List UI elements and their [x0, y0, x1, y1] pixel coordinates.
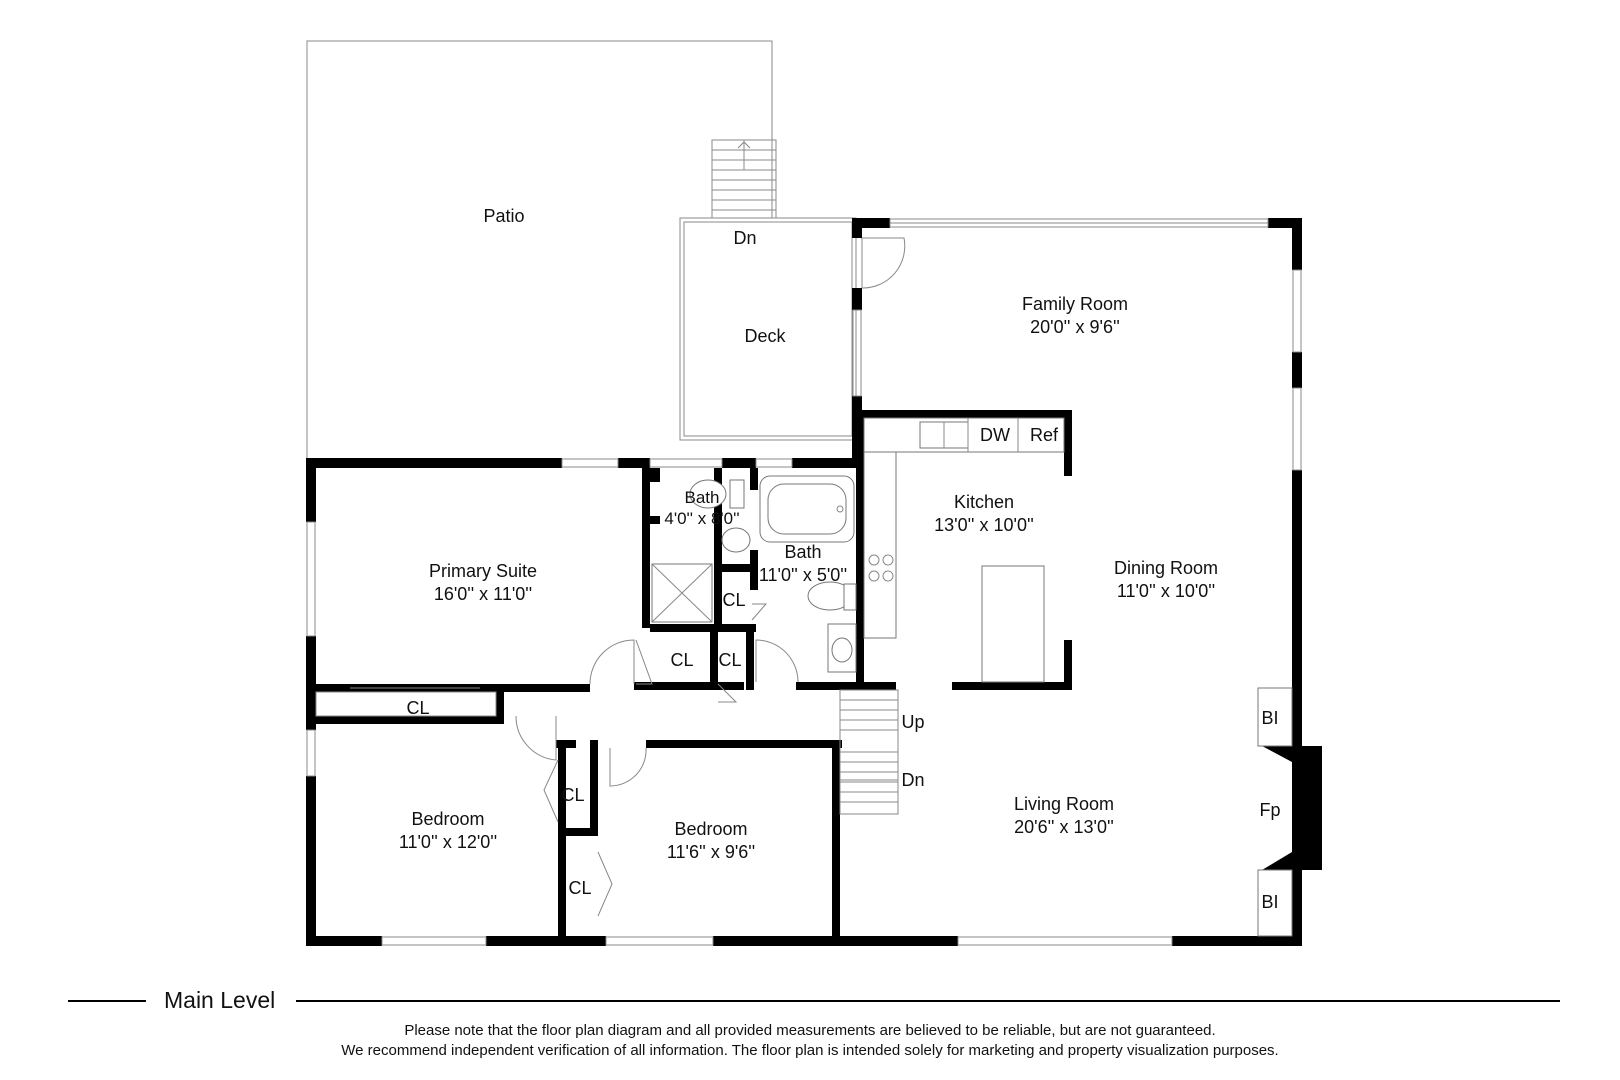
stairs-up-label: Up: [901, 712, 924, 732]
bath-fixtures: [689, 475, 857, 673]
bath-main-size: 11'0'' x 5'0'': [759, 565, 847, 585]
builtin-label: BI: [1261, 708, 1278, 728]
living-room-name: Living Room: [1014, 794, 1114, 814]
disclaimer-line-1: Please note that the floor plan diagram …: [404, 1022, 1216, 1039]
refrigerator-label: Ref: [1030, 425, 1059, 445]
bath-small-name: Bath: [685, 488, 720, 507]
closet-label: CL: [718, 650, 741, 670]
family-room-size: 20'0'' x 9'6'': [1030, 317, 1120, 337]
dishwasher-label: DW: [980, 425, 1010, 445]
interior-stairs: [839, 689, 899, 815]
stairs-down-label: Dn: [901, 770, 924, 790]
shower: [651, 563, 713, 623]
closet-label: CL: [406, 698, 429, 718]
closet-label: CL: [568, 878, 591, 898]
kitchen-name: Kitchen: [954, 492, 1014, 512]
builtin-label: BI: [1261, 892, 1278, 912]
living-room-size: 20'6'' x 13'0'': [1014, 817, 1114, 837]
deck-stairs-label: Dn: [733, 228, 756, 248]
dining-room-name: Dining Room: [1114, 558, 1218, 578]
primary-suite-size: 16'0'' x 11'0'': [434, 584, 532, 604]
interior-walls: [306, 410, 1072, 946]
kitchen-size: 13'0'' x 10'0'': [934, 515, 1034, 535]
closet-label: CL: [670, 650, 693, 670]
bedroom-2-name: Bedroom: [674, 819, 747, 839]
kitchen-fixtures: [863, 417, 1065, 683]
closet-label: CL: [722, 590, 745, 610]
deck-stairs: [711, 139, 777, 219]
patio-name: Patio: [483, 206, 524, 226]
bedroom-1-name: Bedroom: [411, 809, 484, 829]
builtin-bottom: [1257, 869, 1293, 937]
fireplace-label: Fp: [1259, 800, 1280, 820]
closet-label: CL: [561, 785, 584, 805]
primary-suite-name: Primary Suite: [429, 561, 537, 581]
patio-outline: [306, 40, 773, 458]
dining-room-size: 11'0'' x 10'0'': [1117, 581, 1215, 601]
primary-closet: [315, 691, 497, 717]
deck-name: Deck: [744, 326, 786, 346]
deck-inner: [683, 221, 853, 437]
doors: [515, 237, 906, 917]
windows: [306, 218, 1302, 946]
family-room-name: Family Room: [1022, 294, 1128, 314]
bath-main-name: Bath: [784, 542, 821, 562]
level-label: Main Level: [164, 987, 276, 1013]
builtin-top: [1257, 687, 1293, 747]
bedroom-2-size: 11'6'' x 9'6'': [667, 842, 755, 862]
bath-small-size: 4'0'' x 8'0'': [664, 509, 739, 528]
bedroom-1-size: 11'0'' x 12'0'': [399, 832, 497, 852]
disclaimer-line-2: We recommend independent verification of…: [341, 1042, 1279, 1059]
